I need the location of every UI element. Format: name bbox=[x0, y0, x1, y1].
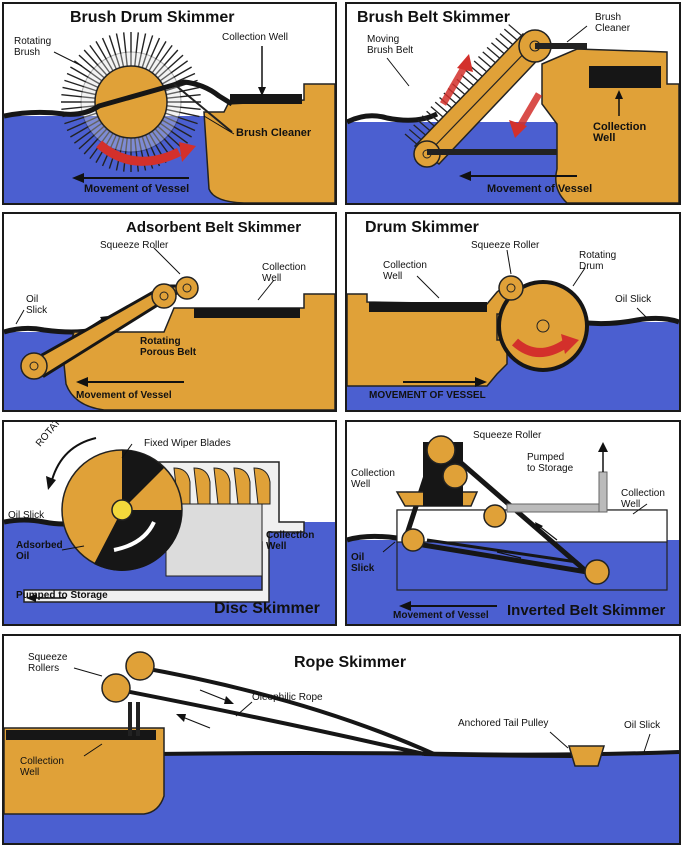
collection-well bbox=[203, 83, 335, 203]
disc-diagram bbox=[4, 437, 335, 624]
movement-label: Movement of Vessel bbox=[487, 183, 593, 195]
drum-diagram bbox=[347, 249, 679, 410]
collection-well bbox=[194, 308, 300, 318]
brush-drum-diagram bbox=[4, 32, 335, 203]
oil-slick bbox=[347, 533, 398, 543]
panel-adsorbent-belt-skimmer: Adsorbent Belt Skimmer Squeeze Roller Co… bbox=[2, 212, 337, 412]
squeeze-roller bbox=[426, 435, 456, 465]
squeeze-roller-label: Squeeze Roller bbox=[100, 240, 169, 251]
brush-cleaner-label: Brush Cleaner bbox=[236, 127, 312, 139]
panel-title: Inverted Belt Skimmer bbox=[507, 602, 666, 619]
pumped-to-storage-label: Pumped to Storage bbox=[16, 590, 108, 601]
brush-cleaner bbox=[173, 83, 233, 133]
movement-label: Movement of Vessel bbox=[393, 610, 489, 621]
anchored-tail-pulley bbox=[567, 745, 606, 767]
movement-label: Movement of Vessel bbox=[76, 390, 172, 401]
anchored-tail-pulley-label: Anchored Tail Pulley bbox=[458, 718, 549, 729]
panel-title: Rope Skimmer bbox=[294, 654, 407, 671]
adsorbent-belt-diagram bbox=[4, 247, 335, 410]
panel-title: Disc Skimmer bbox=[214, 600, 320, 617]
hull bbox=[347, 282, 508, 387]
oleophilic-rope-label: Oleophilic Rope bbox=[252, 692, 323, 703]
movement-label: MOVEMENT OF VESSEL bbox=[369, 390, 486, 401]
oil-slick-label: Oil Slick bbox=[624, 720, 661, 731]
inverted-belt-diagram bbox=[347, 435, 679, 624]
squeeze-roller-label: Squeeze Roller bbox=[473, 430, 542, 441]
fixed-wiper-blades-label: Fixed Wiper Blades bbox=[144, 438, 231, 449]
squeeze-roller-label: Squeeze Roller bbox=[471, 240, 540, 251]
rope-diagram bbox=[4, 651, 679, 843]
squeeze-roller bbox=[101, 673, 131, 703]
panel-title: Brush Belt Skimmer bbox=[357, 9, 510, 26]
oil-slick bbox=[576, 315, 679, 327]
panel-title: Brush Drum Skimmer bbox=[70, 9, 235, 26]
oleophilic-rope bbox=[131, 664, 435, 756]
collection-well bbox=[369, 302, 487, 312]
oil-slick-label: Oil Slick bbox=[615, 294, 652, 305]
collection-well bbox=[4, 727, 165, 815]
brush-drum bbox=[94, 65, 168, 139]
panel-title: Drum Skimmer bbox=[365, 219, 479, 236]
collection-well-label: Collection Well bbox=[222, 32, 288, 43]
rotation-arrow bbox=[96, 140, 181, 166]
oil-slick-label: Oil Slick bbox=[8, 510, 45, 521]
panel-disc-skimmer: ROTATING DISCS Fixed Wiper Blades Oil Sl… bbox=[2, 420, 337, 626]
brush-belt-diagram bbox=[347, 24, 679, 203]
movement-label: Movement of Vessel bbox=[84, 183, 190, 195]
panel-title: Adsorbent Belt Skimmer bbox=[126, 219, 302, 236]
oil-slick bbox=[347, 111, 439, 125]
oil-slick bbox=[4, 79, 234, 119]
